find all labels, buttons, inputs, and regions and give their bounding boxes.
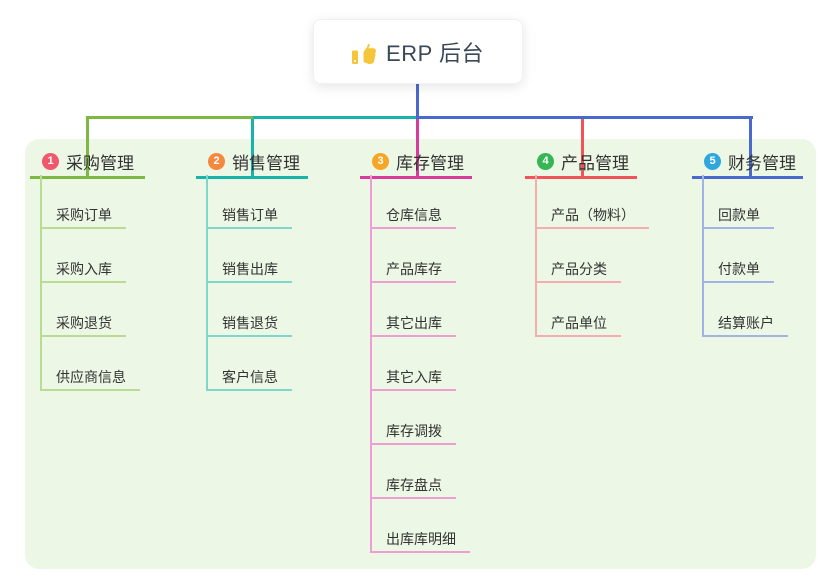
child-node[interactable]: 回款单	[702, 175, 774, 229]
child-label: 仓库信息	[386, 206, 442, 223]
child-node[interactable]: 其它出库	[370, 283, 456, 337]
child-label: 销售出库	[222, 260, 278, 277]
child-label: 产品分类	[551, 260, 607, 277]
child-node[interactable]: 客户信息	[206, 337, 292, 391]
child-node[interactable]: 产品单位	[535, 283, 621, 337]
child-label: 其它入库	[386, 368, 442, 385]
child-node[interactable]: 产品库存	[370, 229, 456, 283]
root-node[interactable]: ERP 后台	[313, 19, 523, 84]
child-node[interactable]: 产品（物料）	[535, 175, 649, 229]
child-node[interactable]: 出库库明细	[370, 499, 470, 553]
branch-badge: 1	[42, 152, 59, 170]
branch-node-1[interactable]: 1 采购管理	[30, 146, 145, 179]
connector-root	[416, 84, 419, 119]
child-node[interactable]: 库存调拨	[370, 391, 456, 445]
child-label: 库存盘点	[386, 476, 442, 493]
child-node[interactable]: 采购入库	[40, 229, 126, 283]
child-label: 采购入库	[56, 260, 112, 277]
child-label: 结算账户	[718, 314, 774, 331]
branch-children-5: 回款单付款单结算账户	[702, 175, 788, 337]
branch-badge: 5	[704, 152, 721, 170]
child-label: 回款单	[718, 206, 760, 223]
connector-drop-branch-5	[749, 116, 752, 179]
child-node[interactable]: 结算账户	[702, 283, 788, 337]
child-node[interactable]: 采购退货	[40, 283, 126, 337]
child-node[interactable]: 其它入库	[370, 337, 456, 391]
child-label: 采购退货	[56, 314, 112, 331]
branch-label: 产品管理	[561, 153, 629, 173]
branch-children-4: 产品（物料） 产品分类产品单位	[535, 175, 649, 337]
child-node[interactable]: 付款单	[702, 229, 774, 283]
root-title: ERP 后台	[386, 40, 484, 66]
branch-label: 库存管理	[396, 153, 464, 173]
child-label: 销售退货	[222, 314, 278, 331]
branch-node-4[interactable]: 4 产品管理	[525, 146, 637, 179]
child-node[interactable]: 供应商信息	[40, 337, 140, 391]
child-label: 产品单位	[551, 314, 607, 331]
child-node[interactable]: 销售订单	[206, 175, 292, 229]
child-label: 出库库明细	[386, 530, 456, 547]
branch-node-3[interactable]: 3 库存管理	[360, 146, 472, 179]
child-node[interactable]: 销售退货	[206, 283, 292, 337]
child-node[interactable]: 销售出库	[206, 229, 292, 283]
connector-horizontal-2	[253, 116, 419, 119]
thumbs-up-icon	[352, 43, 377, 64]
branch-label: 财务管理	[728, 153, 796, 173]
child-node[interactable]: 仓库信息	[370, 175, 456, 229]
branch-node-2[interactable]: 2 销售管理	[196, 146, 308, 179]
connector-horizontal-1	[86, 116, 254, 119]
child-node[interactable]: 产品分类	[535, 229, 621, 283]
child-label: 供应商信息	[56, 368, 126, 385]
branch-badge: 4	[537, 152, 554, 170]
branch-node-5[interactable]: 5 财务管理	[692, 146, 803, 179]
branch-children-1: 采购订单采购入库采购退货供应商信息	[40, 175, 140, 391]
connector-drop-branch-4	[581, 116, 584, 179]
child-label: 采购订单	[56, 206, 112, 223]
child-node[interactable]: 采购订单	[40, 175, 126, 229]
child-label: 客户信息	[222, 368, 278, 385]
connector-drop-branch-1	[86, 116, 89, 179]
branch-badge: 2	[208, 152, 225, 170]
branch-label: 采购管理	[66, 153, 134, 173]
connector-drop-branch-2	[251, 116, 254, 179]
branch-children-3: 仓库信息产品库存其它出库其它入库库存调拨库存盘点出库库明细	[370, 175, 470, 553]
branch-badge: 3	[372, 152, 389, 170]
connector-drop-branch-3	[416, 116, 419, 179]
branch-children-2: 销售订单销售出库销售退货客户信息	[206, 175, 292, 391]
child-label: 库存调拨	[386, 422, 442, 439]
branch-label: 销售管理	[232, 153, 300, 173]
child-node[interactable]: 库存盘点	[370, 445, 456, 499]
child-label: 付款单	[718, 260, 760, 277]
child-label: 产品（物料）	[551, 206, 635, 223]
child-label: 销售订单	[222, 206, 278, 223]
child-label: 产品库存	[386, 260, 442, 277]
child-label: 其它出库	[386, 314, 442, 331]
connector-horizontal-3	[416, 116, 753, 119]
